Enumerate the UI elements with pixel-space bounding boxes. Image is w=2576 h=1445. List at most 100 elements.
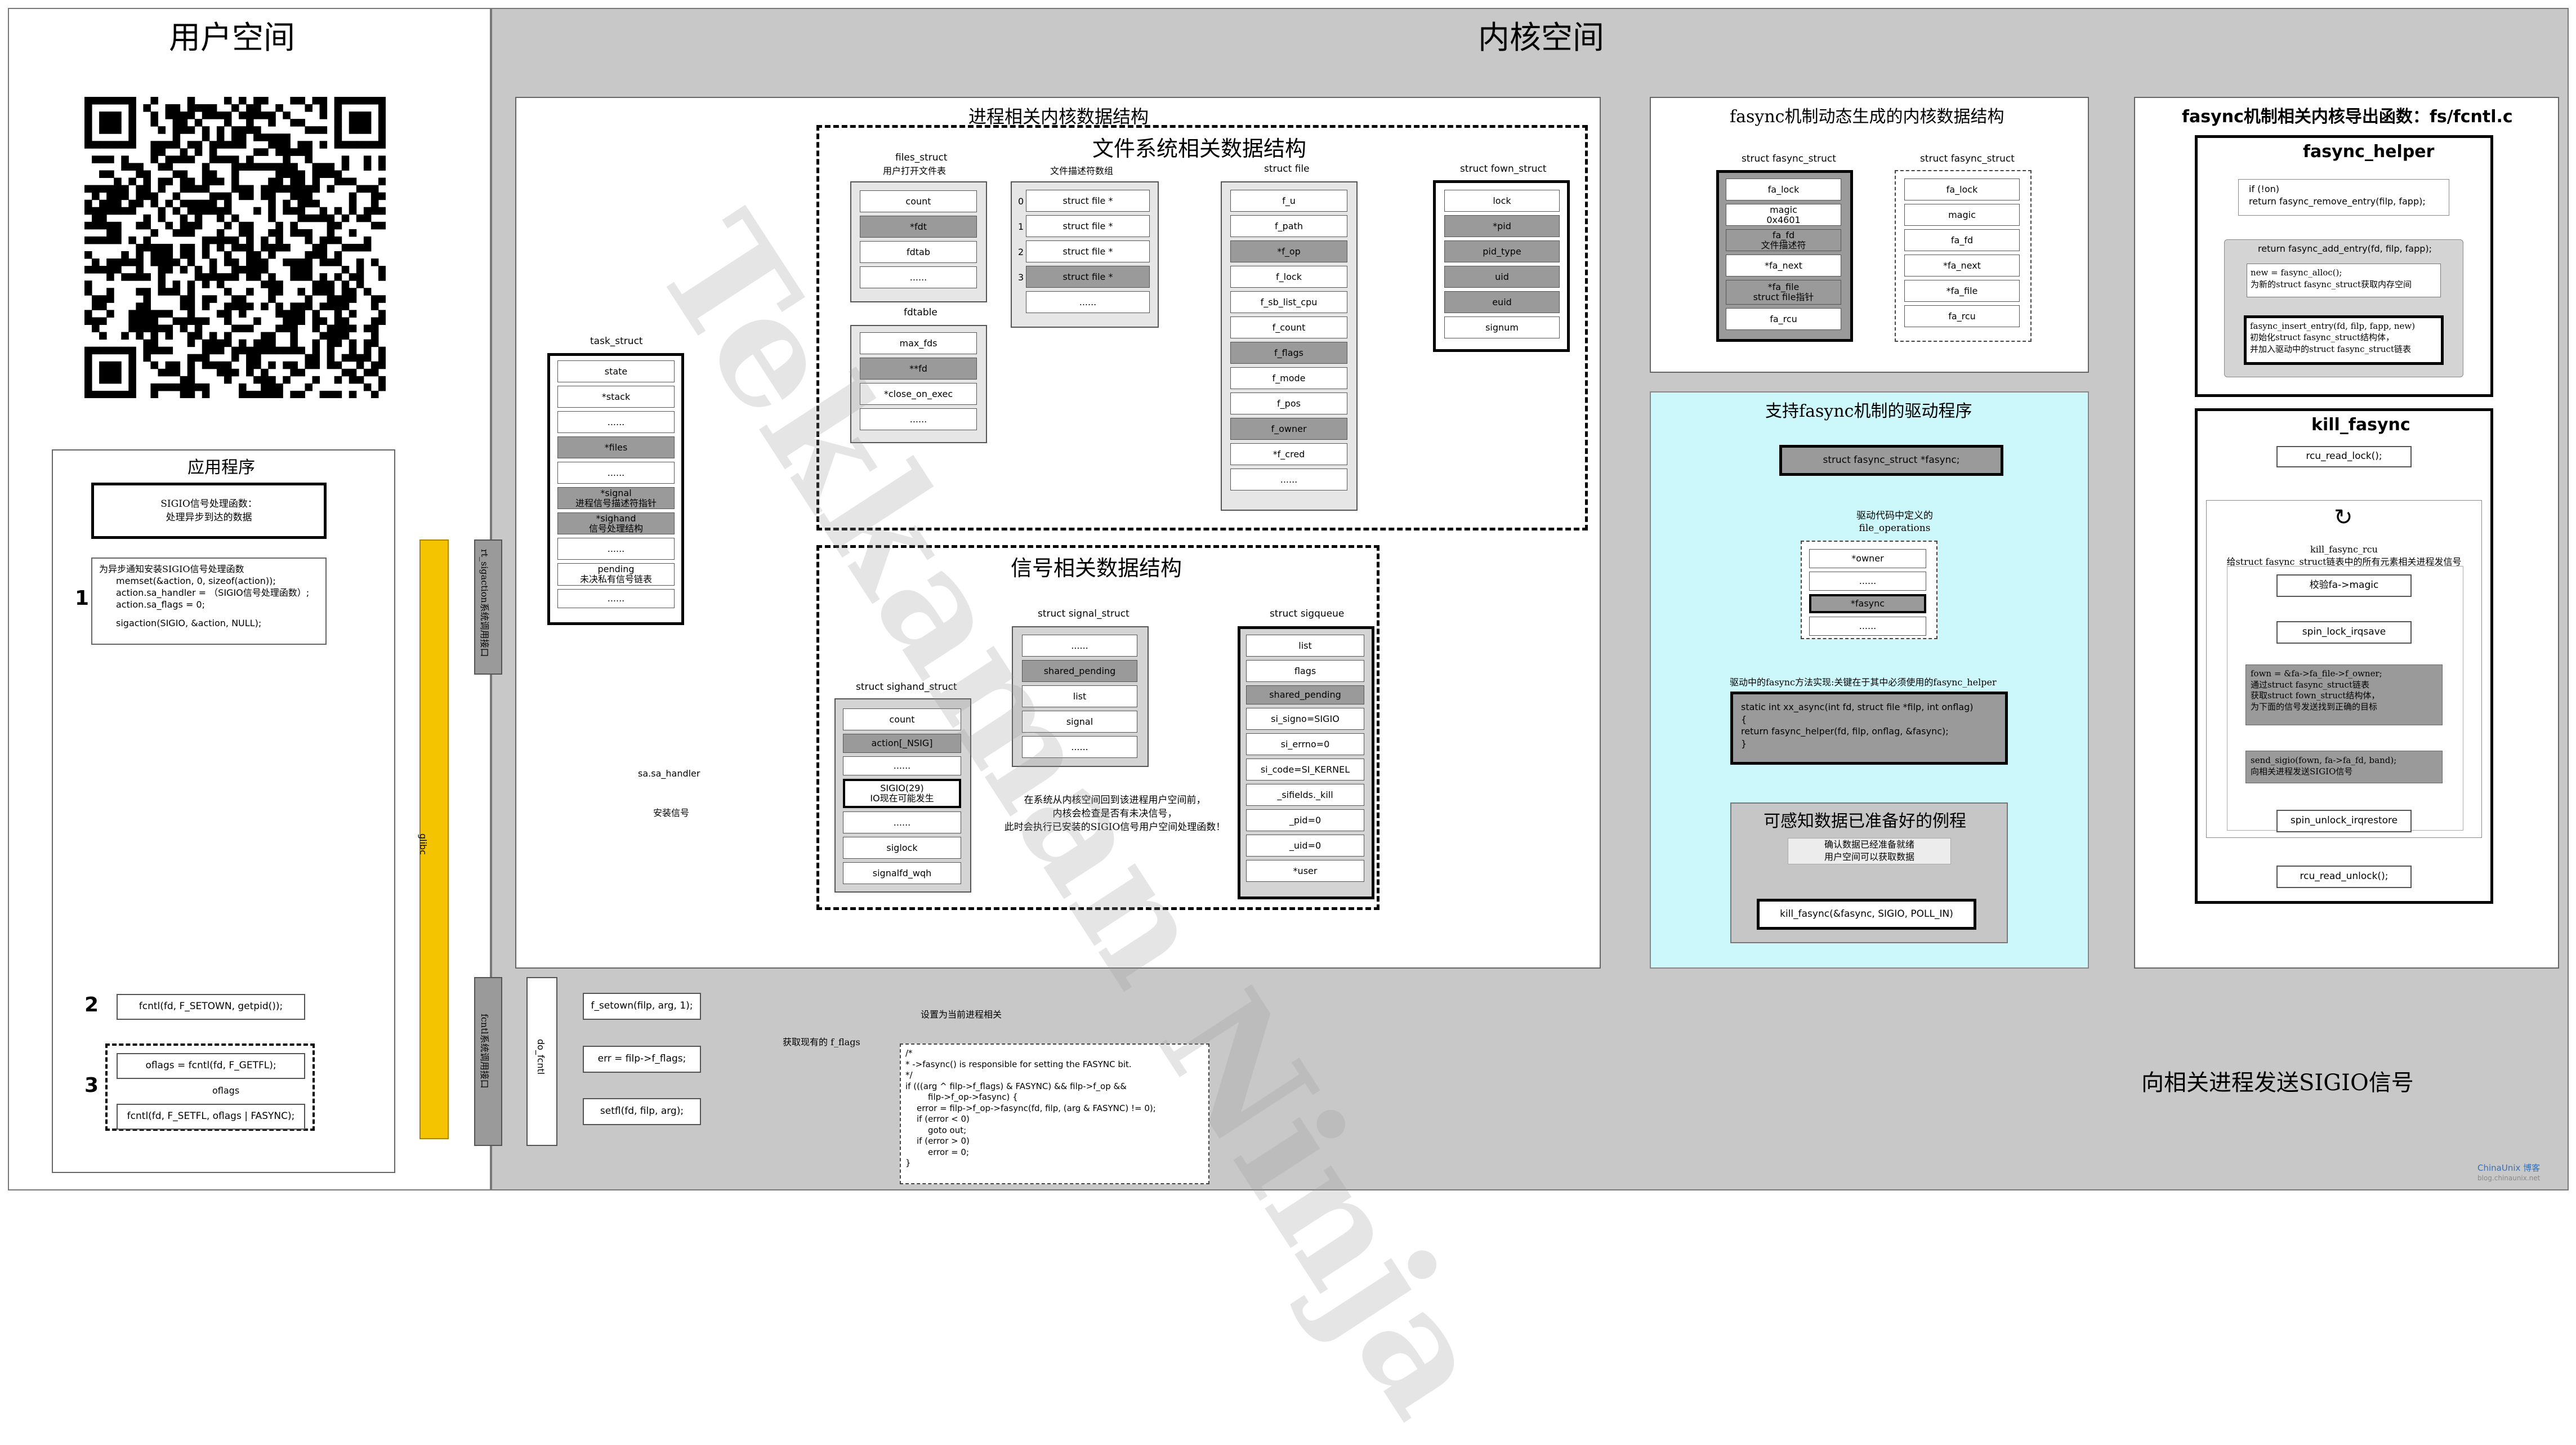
qr-module	[150, 141, 158, 149]
fops-field: ......	[1809, 617, 1926, 636]
qr-module	[319, 207, 328, 215]
qr-module	[150, 390, 158, 399]
qr-module	[378, 273, 386, 281]
qr-module	[84, 112, 92, 119]
qr-module	[334, 310, 342, 318]
qr-module	[378, 317, 386, 325]
qr-module	[283, 324, 291, 333]
qr-module	[136, 302, 144, 310]
qr-module	[231, 214, 239, 222]
qr-module	[246, 243, 254, 252]
qr-module	[290, 368, 298, 377]
qr-module	[172, 170, 181, 179]
qr-module	[334, 221, 342, 230]
install-label: 安装信号	[653, 808, 690, 818]
qr-module	[165, 310, 173, 318]
qr-module	[319, 243, 328, 252]
qr-module	[290, 332, 298, 340]
qr-module	[99, 390, 107, 399]
qr-module	[253, 390, 261, 399]
qr-module	[334, 339, 342, 347]
qr-module	[209, 295, 217, 303]
fasync-struct-2-field: magic	[1904, 204, 2020, 226]
qr-module	[165, 221, 173, 230]
do-fcntl-bar	[526, 977, 557, 1146]
sigio-handler-box[interactable]: SIGIO信号处理函数： 处理异步到达的数据	[91, 483, 327, 539]
qr-module	[202, 177, 210, 186]
rt-sigaction-bar	[474, 539, 502, 675]
qr-module	[319, 236, 328, 244]
qr-module	[378, 155, 386, 163]
rcu-read-lock: rcu_read_lock();	[2276, 446, 2412, 467]
qr-module	[275, 163, 283, 171]
step-3-setfl: fcntl(fd, F_SETFL, oflags | FASYNC);	[117, 1104, 305, 1130]
qr-module	[290, 177, 298, 186]
qr-module	[327, 229, 335, 237]
qr-module	[268, 192, 276, 200]
qr-module	[136, 185, 144, 193]
qr-module	[297, 229, 305, 237]
qr-module	[312, 199, 320, 208]
qr-module	[92, 185, 100, 193]
qr-module	[378, 266, 386, 274]
qr-module	[114, 229, 122, 237]
qr-module	[172, 141, 181, 149]
qr-module	[84, 361, 92, 369]
qr-module	[136, 163, 144, 171]
qr-module	[180, 214, 188, 222]
qr-module	[290, 317, 298, 325]
qr-module	[268, 185, 276, 193]
qr-module	[172, 280, 181, 288]
qr-module	[231, 354, 239, 362]
rcu-read-unlock: rcu_read_unlock();	[2276, 866, 2412, 888]
qr-module	[327, 163, 335, 171]
qr-module	[99, 112, 107, 119]
qr-module	[275, 243, 283, 252]
qr-module	[327, 288, 335, 296]
qr-module	[187, 251, 195, 259]
files-struct-field: ......	[860, 266, 977, 288]
qr-module	[106, 119, 114, 127]
qr-module	[239, 339, 247, 347]
qr-module	[261, 346, 269, 355]
qr-module	[370, 317, 379, 325]
sigqueue-field: shared_pending	[1246, 685, 1364, 704]
qr-module	[341, 214, 350, 222]
qr-module	[224, 251, 232, 259]
qr-module	[224, 155, 232, 163]
qr-module	[143, 302, 151, 310]
qr-module	[128, 141, 136, 149]
qr-module	[261, 280, 269, 288]
qr-module	[114, 185, 122, 193]
fown-struct-field: signum	[1444, 316, 1560, 338]
qr-module	[180, 317, 188, 325]
step-2-code: fcntl(fd, F_SETOWN, getpid());	[117, 994, 305, 1020]
qr-module	[253, 163, 261, 171]
qr-module	[180, 266, 188, 274]
qr-module	[209, 104, 217, 112]
qr-module	[158, 185, 166, 193]
qr-module	[202, 361, 210, 369]
qr-module	[327, 236, 335, 244]
qr-module	[150, 112, 158, 119]
qr-module	[106, 376, 114, 384]
signal-note: 在系统从内核空间回到该进程用户空间前， 内核会检查是否有未决信号， 此时会执行已…	[1004, 795, 1226, 833]
qr-module	[158, 163, 166, 171]
fasync-alloc: new = fasync_alloc(); 为新的struct fasync_s…	[2247, 264, 2441, 297]
qr-module	[114, 361, 122, 369]
struct-file-field: f_flags	[1230, 342, 1347, 364]
qr-module	[349, 141, 357, 149]
qr-module	[305, 273, 313, 281]
qr-module	[305, 104, 313, 112]
qr-module	[246, 390, 254, 399]
qr-module	[194, 207, 203, 215]
qr-module	[363, 236, 372, 244]
qr-module	[327, 390, 335, 399]
qr-module	[356, 97, 364, 105]
qr-module	[224, 302, 232, 310]
qr-module	[143, 288, 151, 296]
qr-module	[158, 243, 166, 252]
qr-module	[297, 185, 305, 193]
qr-module	[239, 126, 247, 134]
qr-module	[121, 155, 129, 163]
